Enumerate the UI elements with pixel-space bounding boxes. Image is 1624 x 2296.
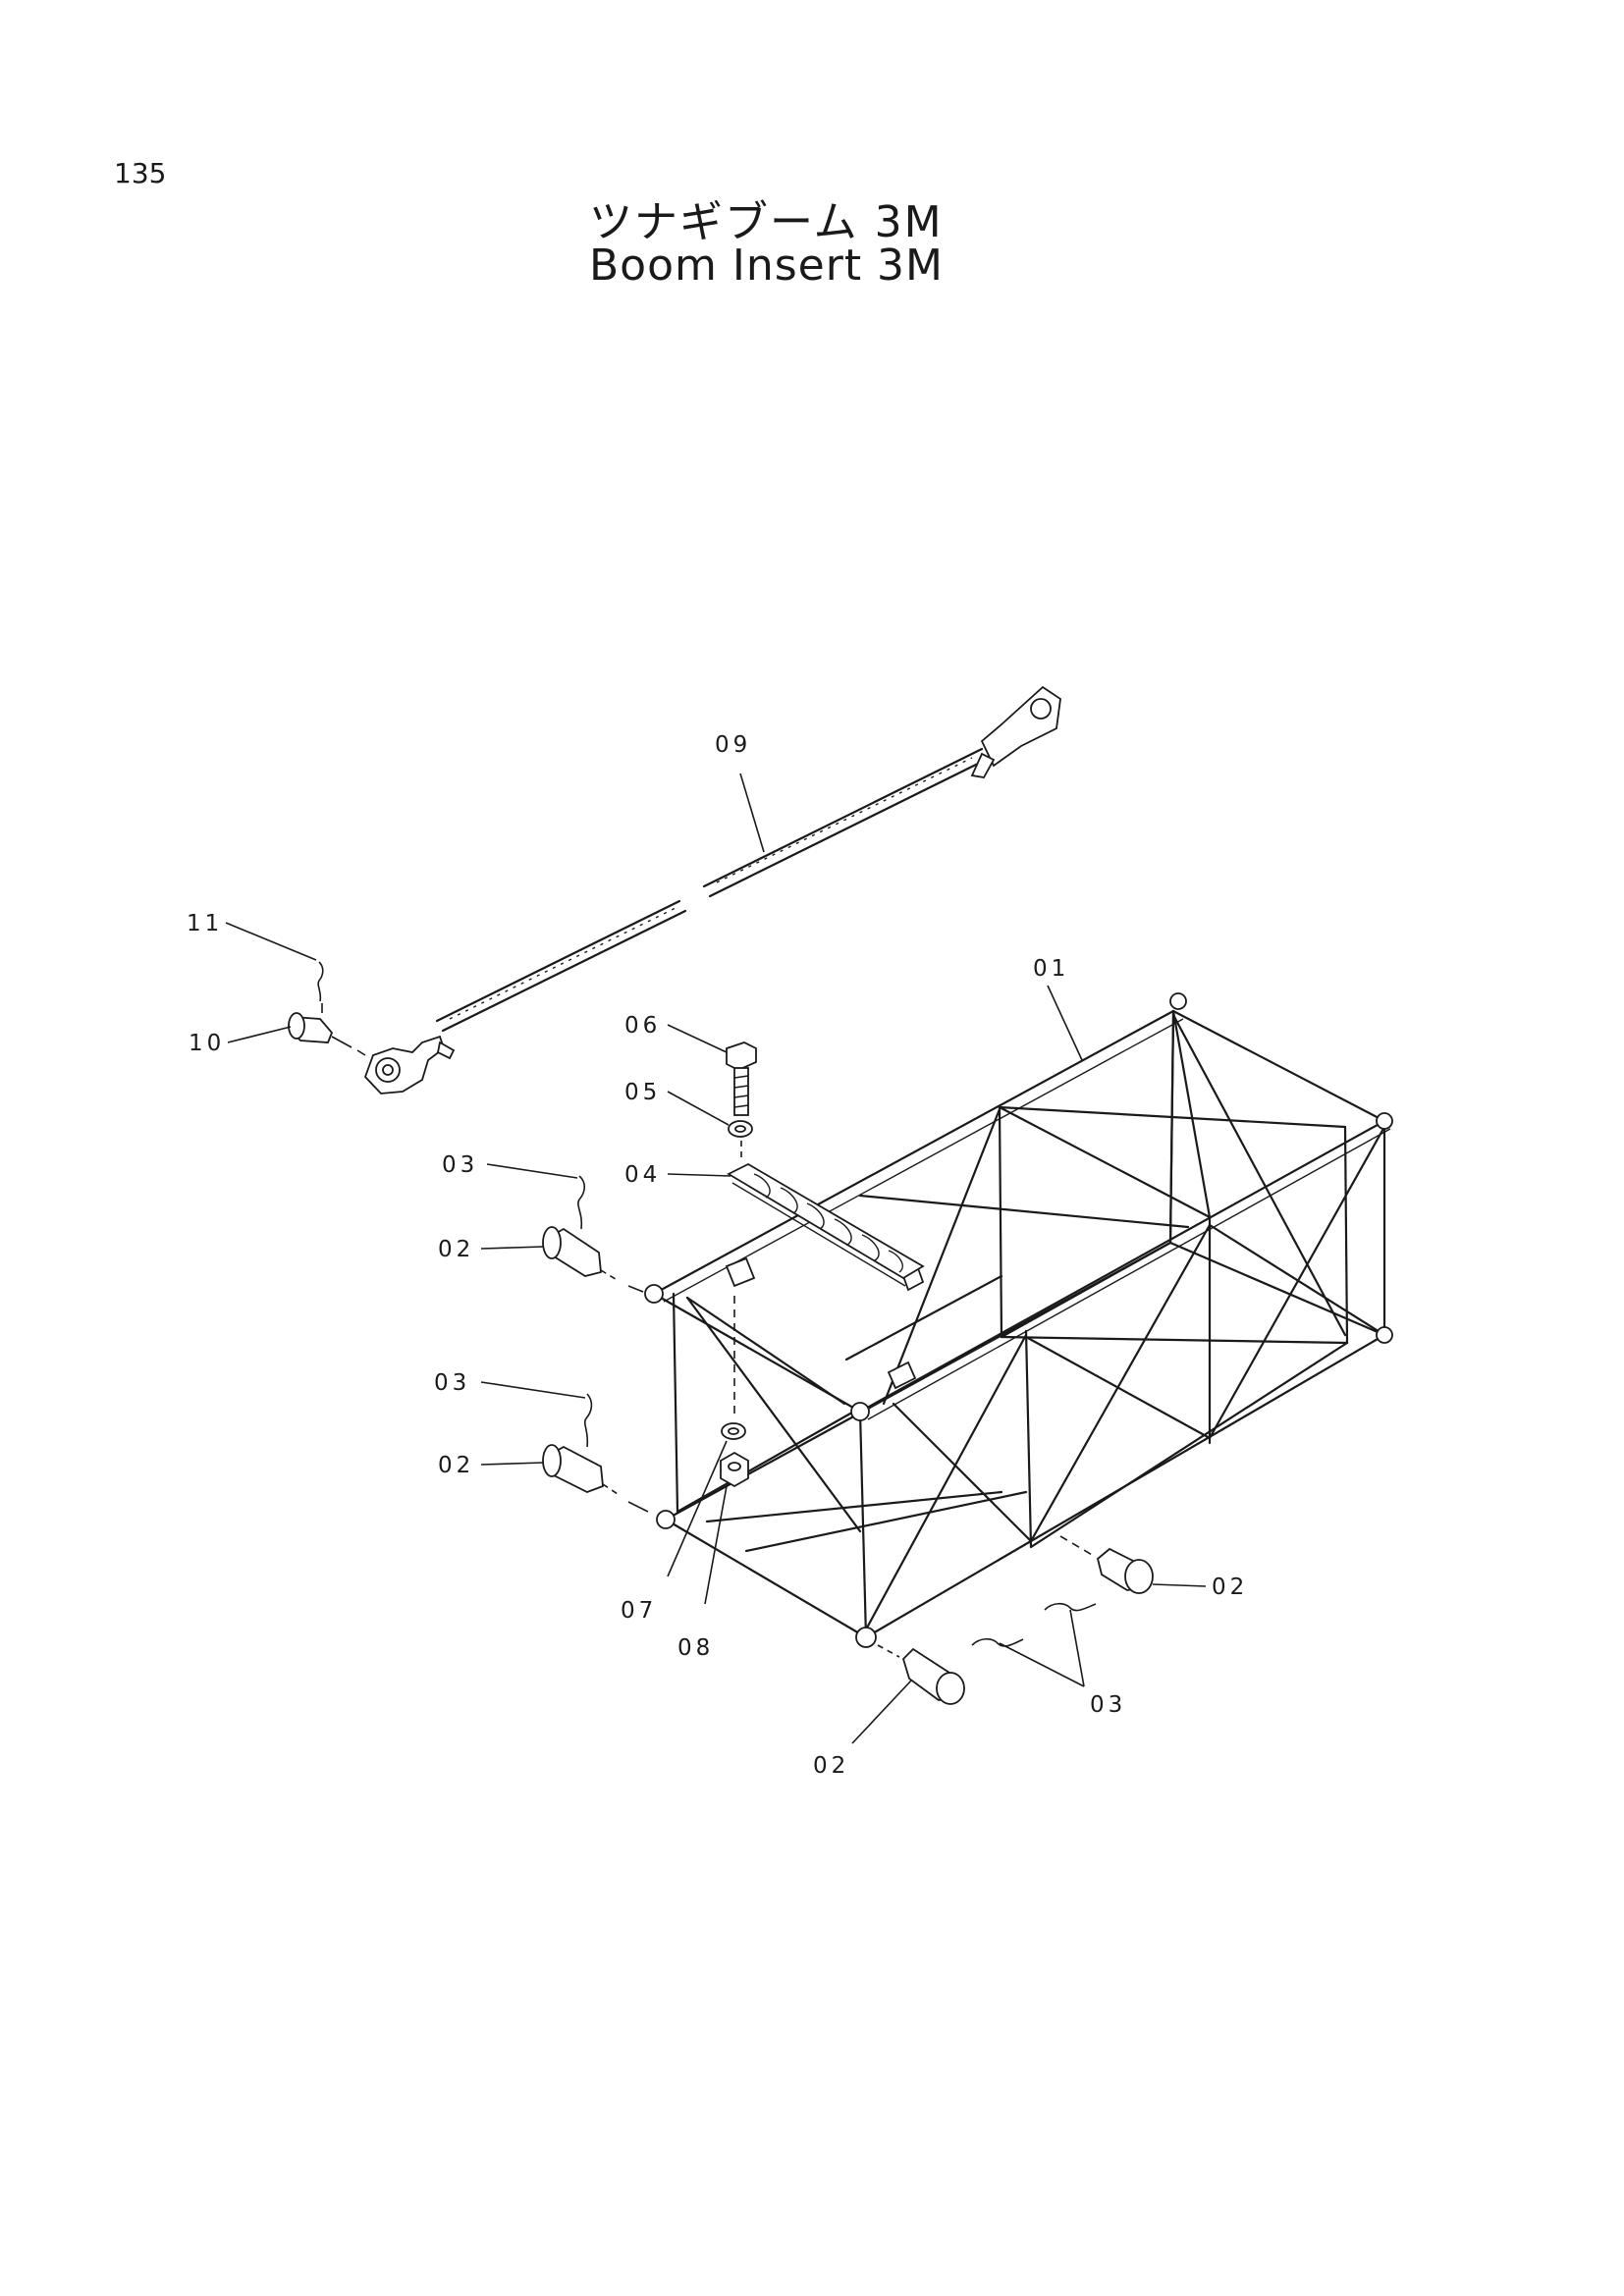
washer-lower [721,1422,746,1440]
guide-plate [727,1162,925,1287]
rope-socket-upper [970,685,1061,778]
callout-09: 09 [715,732,751,758]
callout-07: 07 [621,1598,657,1624]
callout-10: 10 [189,1031,225,1056]
page-number: 135 [114,157,167,189]
callout-02-upper-left: 02 [438,1237,474,1262]
callout-11: 11 [187,911,223,936]
clip-right [1044,1602,1097,1612]
pin-lower-left [542,1444,649,1513]
clip-upper-left [577,1175,586,1230]
clip-bottom [971,1637,1024,1647]
lattice-boom-frame [644,992,1393,1648]
pendant-rope [363,685,1061,1095]
leader-lines [225,773,1207,1744]
callout-02-right: 02 [1212,1575,1248,1600]
callout-03-bottom: 03 [1090,1692,1126,1718]
nut [720,1451,749,1488]
rope-socket-lower [363,1035,456,1095]
title-english: Boom Insert 3M [589,240,945,291]
callout-05: 05 [624,1080,661,1105]
callout-02-bottom: 02 [813,1753,849,1779]
washer-upper [728,1120,753,1138]
pin-right [1059,1535,1154,1594]
callout-06: 06 [624,1013,661,1039]
callout-04: 04 [624,1162,661,1188]
callout-03-upper-left: 03 [442,1152,478,1178]
callout-03-lower-left: 03 [434,1370,470,1396]
callout-01: 01 [1033,956,1069,982]
bolt [726,1041,757,1116]
title-japanese: ツナギブーム 3M [589,197,944,247]
clip-lower-left [583,1393,593,1448]
pin-bottom [877,1644,965,1705]
callout-02-lower-left: 02 [438,1453,474,1478]
rope-pin [288,1012,366,1056]
pin-upper-left [542,1226,644,1293]
rope-clip [317,961,324,1013]
callout-08: 08 [677,1635,714,1661]
